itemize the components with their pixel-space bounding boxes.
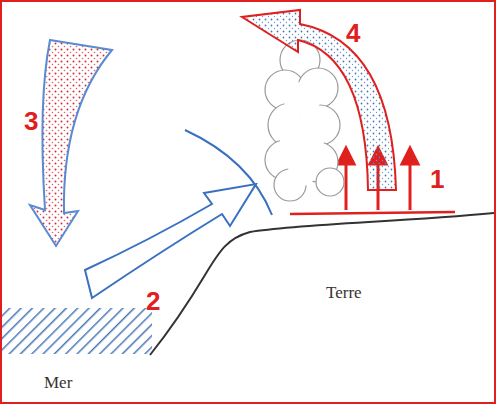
land-label: Terre <box>326 284 362 301</box>
callout-number: 4 <box>346 20 360 46</box>
descending-air-arrow <box>30 40 112 246</box>
callout-number: 2 <box>146 288 160 314</box>
coastline <box>150 213 494 355</box>
return-flow-arrow <box>242 10 396 190</box>
heated-ground <box>290 212 455 214</box>
callout-number: 3 <box>24 108 38 134</box>
callout-number: 1 <box>430 166 444 192</box>
sea-breeze-arrow <box>85 184 256 298</box>
sea <box>2 308 152 354</box>
sea-label: Mer <box>44 374 72 391</box>
cloud <box>265 40 344 201</box>
